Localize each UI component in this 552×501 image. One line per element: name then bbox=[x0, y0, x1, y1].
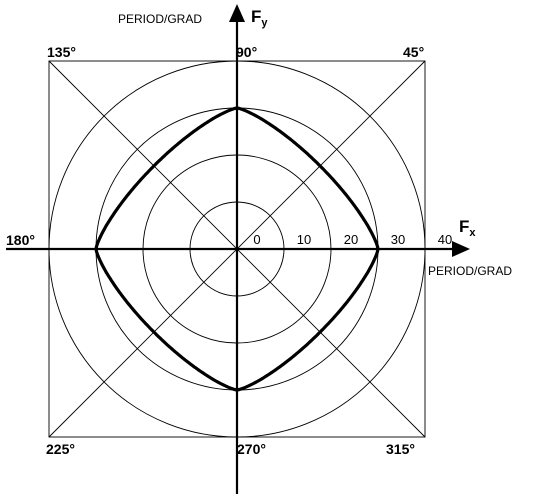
tick-label-40: 40 bbox=[438, 232, 452, 247]
angle-label-270: 270° bbox=[237, 441, 266, 457]
diagram-curve bbox=[94, 106, 380, 392]
x-axis-name: Fx bbox=[459, 217, 476, 239]
angle-label-315: 315° bbox=[386, 441, 415, 457]
angle-label-180: 180° bbox=[6, 232, 35, 248]
angle-label-90: 90° bbox=[236, 44, 257, 60]
y-axis-title: PERIOD/GRAD bbox=[118, 12, 202, 26]
tick-label-0: 0 bbox=[253, 232, 260, 247]
x-axis-name-letter: F bbox=[459, 217, 469, 236]
x-axis-title: PERIOD/GRAD bbox=[428, 264, 512, 278]
y-axis-name: Fy bbox=[251, 7, 268, 29]
y-axis-name-letter: F bbox=[251, 7, 261, 26]
x-axis-name-sub: x bbox=[469, 227, 476, 239]
y-axis-name-sub: y bbox=[261, 17, 268, 29]
angle-label-135: 135° bbox=[47, 44, 76, 60]
x-axis-arrowhead bbox=[452, 241, 470, 257]
tick-label-30: 30 bbox=[391, 232, 405, 247]
tick-label-20: 20 bbox=[344, 232, 358, 247]
tick-label-10: 10 bbox=[297, 232, 311, 247]
y-axis-arrowhead bbox=[229, 4, 245, 22]
angle-label-225: 225° bbox=[46, 441, 75, 457]
radial-tick-labels: 0 10 20 30 40 bbox=[253, 232, 452, 247]
angle-label-45: 45° bbox=[403, 44, 424, 60]
